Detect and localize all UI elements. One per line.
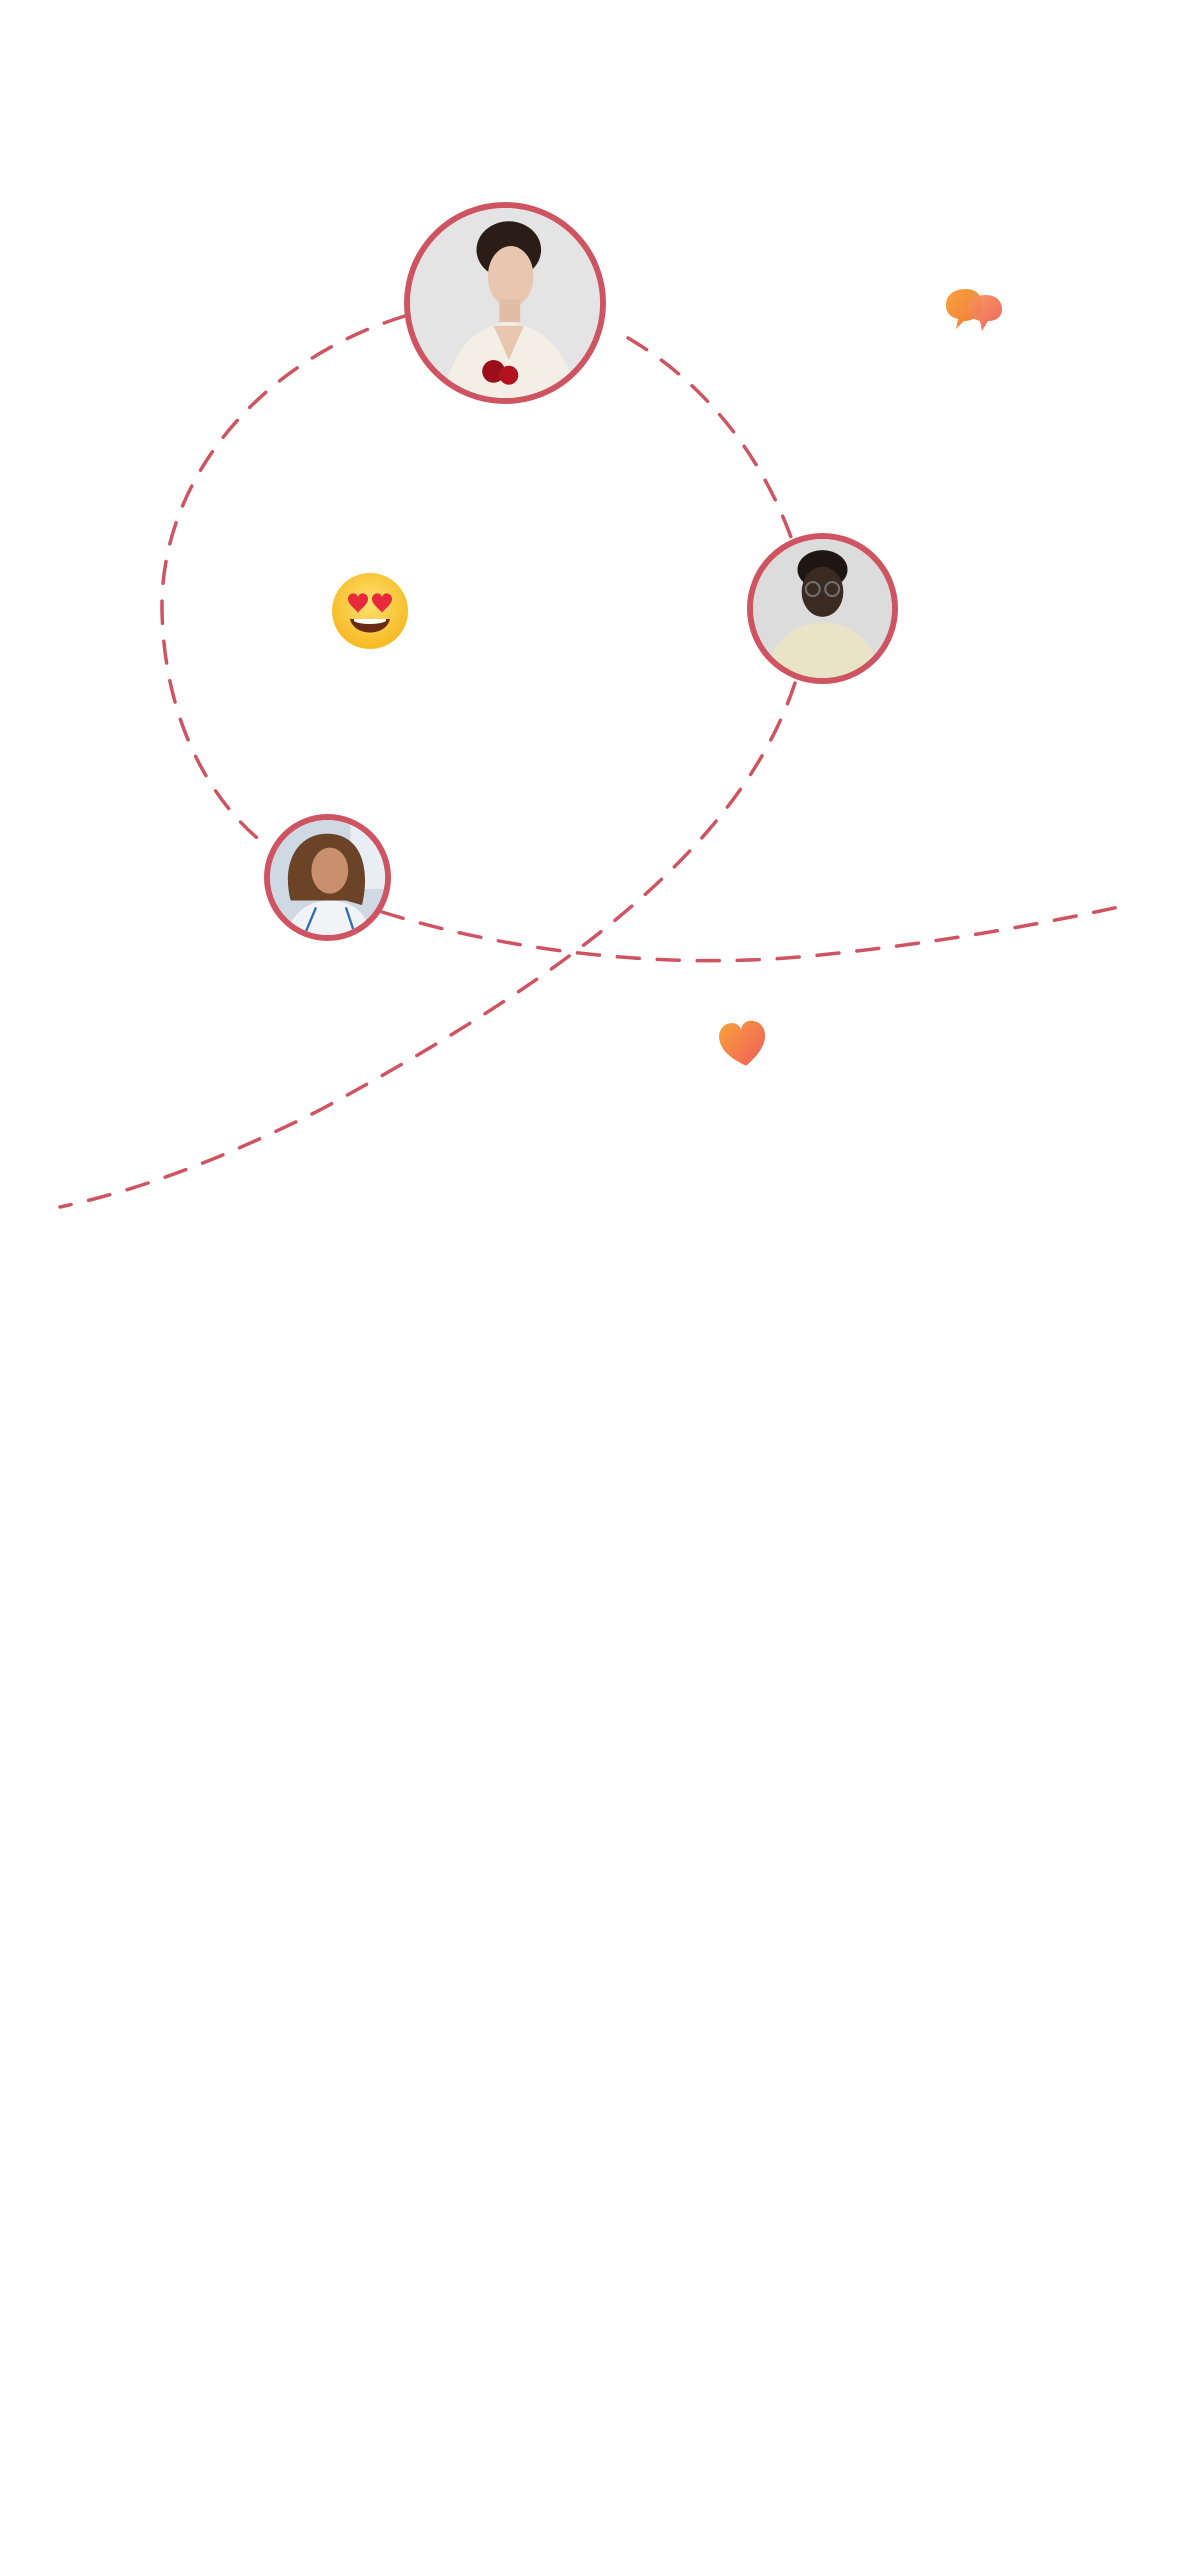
heart-eyes-emoji-icon (330, 571, 410, 651)
portrait-man-glasses (753, 539, 892, 678)
portrait-woman-white-blazer (410, 208, 600, 398)
chat-bubbles-icon (940, 283, 1006, 345)
dashed-arc-top-right (626, 336, 794, 542)
avatar-man-glasses (747, 533, 898, 684)
heart-icon (716, 1016, 770, 1070)
avatar-woman-wavy-hair (264, 814, 391, 941)
dashed-line-right (380, 903, 1130, 963)
avatar-woman-white-blazer (404, 202, 606, 404)
portrait-woman-wavy-hair (270, 820, 385, 935)
dashed-loop-left (160, 314, 407, 844)
dashed-sweep-down-left (58, 681, 797, 1209)
